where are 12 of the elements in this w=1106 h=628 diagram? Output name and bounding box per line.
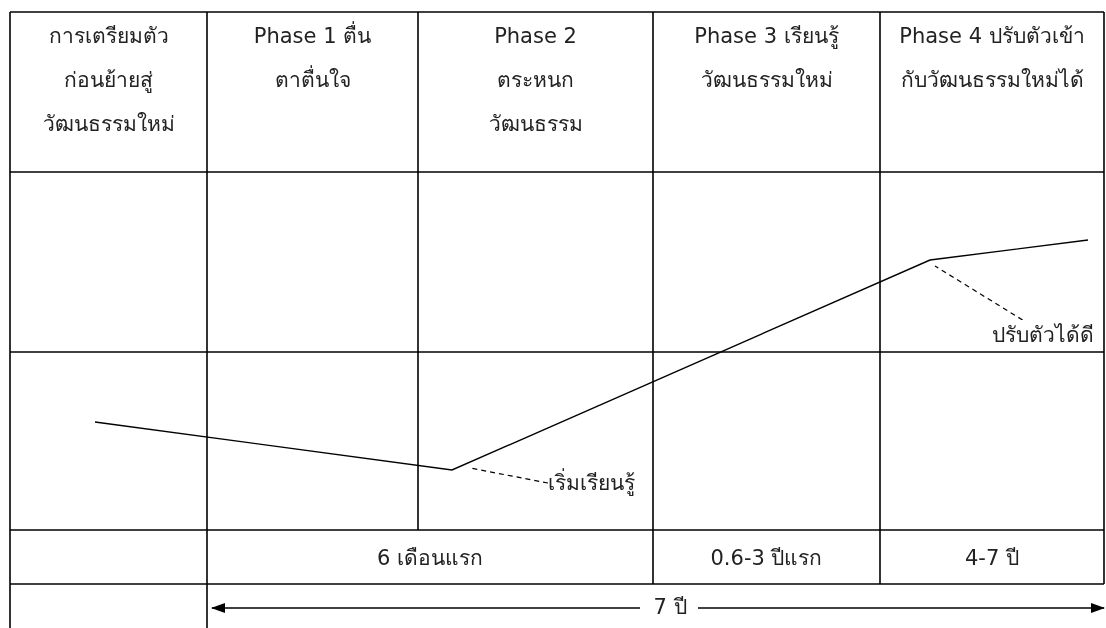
leader-line [934, 265, 1024, 321]
duration-label: 6 เดือนแรก [376, 545, 483, 572]
column-header: การเตรียมตัวก่อนย้ายสู่วัฒนธรรมใหม่ [41, 23, 176, 138]
annotation-text: เริ่มเรียนรู้ [548, 468, 635, 498]
column-header: Phase 1 ตื่นตาตื่นใจ [242, 14, 383, 102]
column-header: Phase 4 ปรับตัวเข้ากับวัฒนธรรมใหม่ได้ [898, 23, 1086, 94]
leader-line [469, 467, 549, 484]
column-header: Phase 3 เรียนรู้วัฒนธรรมใหม่ [693, 23, 840, 94]
duration-label: 0.6-3 ปีแรก [710, 545, 823, 572]
duration-label: 4-7 ปี [965, 545, 1019, 572]
column-header: Phase 2 ตระหนกวัฒนธรรม [487, 23, 584, 138]
dimension-label: 7 ปี [653, 594, 687, 621]
